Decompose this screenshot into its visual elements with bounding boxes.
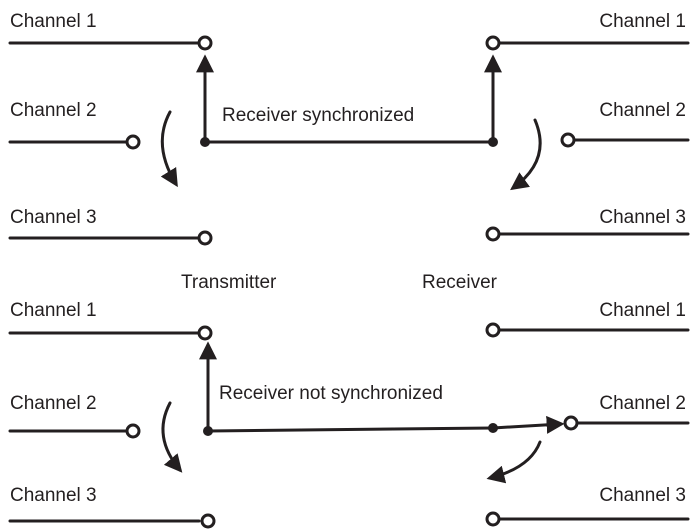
rx-pivot	[488, 137, 498, 147]
panel-not-synchronized-wiring	[8, 322, 690, 529]
tx-channel-3-label: Channel 3	[10, 485, 97, 506]
tx-terminal-3	[200, 513, 216, 529]
tx-channel-3-label: Channel 3	[10, 207, 97, 228]
tx-terminal-3	[197, 230, 213, 246]
rx-terminal-3	[485, 511, 501, 527]
tx-pivot	[203, 426, 213, 436]
rx-terminal-1	[485, 35, 501, 51]
tx-channel-1-label: Channel 1	[10, 11, 97, 32]
rx-rotation-arrow	[486, 440, 542, 484]
rx-rotation-arrow	[510, 118, 542, 191]
rx-terminal-2	[563, 415, 579, 431]
rx-channel-3-label: Channel 3	[599, 207, 686, 228]
rx-terminal-1	[485, 322, 501, 338]
caption-synchronized: Receiver synchronized	[222, 105, 415, 126]
tx-channel-1-label: Channel 1	[10, 300, 97, 321]
tx-terminal-2	[125, 423, 141, 439]
receiver-label: Receiver	[422, 272, 497, 293]
rx-pivot	[488, 423, 498, 433]
tx-channel-2-label: Channel 2	[10, 100, 97, 121]
rx-channel-1-label: Channel 1	[599, 300, 686, 321]
rx-channel-2-label: Channel 2	[599, 393, 686, 414]
tx-terminal-1	[197, 35, 213, 51]
rx-terminal-3	[485, 226, 501, 242]
panel-synchronized-wiring	[8, 35, 690, 246]
rx-channel-1-label: Channel 1	[599, 11, 686, 32]
rx-channel-2-label: Channel 2	[599, 100, 686, 121]
rx-channel-3-label: Channel 3	[599, 485, 686, 506]
transmitter-label: Transmitter	[181, 272, 277, 293]
tx-pivot	[200, 137, 210, 147]
tx-rotation-arrow	[161, 401, 183, 473]
rx-terminal-2	[560, 132, 576, 148]
tx-rotation-arrow	[160, 110, 178, 188]
caption-not-synchronized: Receiver not synchronized	[219, 383, 443, 404]
unsync-link-line	[206, 426, 495, 433]
tx-terminal-2	[125, 134, 141, 150]
rx-arm-to-channel-2	[491, 415, 565, 434]
tx-channel-2-label: Channel 2	[10, 393, 97, 414]
tx-terminal-1	[197, 325, 213, 341]
